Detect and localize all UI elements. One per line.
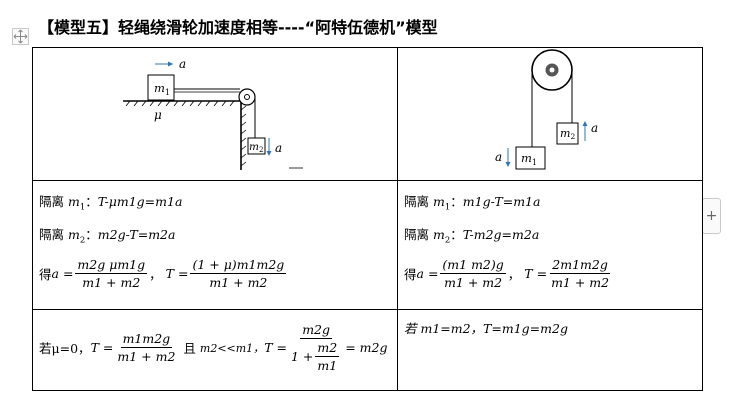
fig2-m2-label: m2 xyxy=(560,127,575,141)
figure-cell-atwood: m1 m2 a a xyxy=(397,47,703,181)
right-special-case-cell: 若 m1=m2，T=m1g=m2g xyxy=(397,309,703,391)
right-special-case: 若 m1=m2，T=m1g=m2g xyxy=(404,321,568,336)
model-table: m1 m2 a a μ xyxy=(32,47,703,391)
fig1-m1-label: m1 xyxy=(154,81,170,97)
figure-cell-horizontal: m1 m2 a a μ xyxy=(32,47,398,181)
section-title: 【模型五】轻绳绕滑轮加速度相等----“阿特伍德机”模型 xyxy=(38,18,438,37)
atwood-machine-diagram: m1 m2 a a xyxy=(495,49,598,170)
fig2-m1-label: m1 xyxy=(521,151,537,167)
pulley-table-diagram: m1 m2 a a μ xyxy=(123,57,303,170)
fig1-accel-label: a xyxy=(179,57,186,71)
fig1-accel-down-label: a xyxy=(275,141,282,155)
table-move-handle-icon[interactable] xyxy=(12,28,29,45)
fig2-accel-down-label: a xyxy=(495,150,502,164)
fig1-m2-label: m2 xyxy=(249,141,263,154)
friction-coefficient-label: μ xyxy=(154,108,162,122)
right-isolate-m2: 隔离 m2：T-m2g=m2a xyxy=(404,227,540,246)
add-column-button[interactable]: + xyxy=(702,198,721,234)
left-isolate-m1: 隔离 m1：T-μm1g=m1a xyxy=(39,194,183,213)
right-isolate-m1: 隔离 m1：m1g-T=m1a xyxy=(404,194,541,213)
fig2-accel-up-label: a xyxy=(591,121,598,135)
left-isolate-m2: 隔离 m2：m2g-T=m2a xyxy=(39,227,176,246)
